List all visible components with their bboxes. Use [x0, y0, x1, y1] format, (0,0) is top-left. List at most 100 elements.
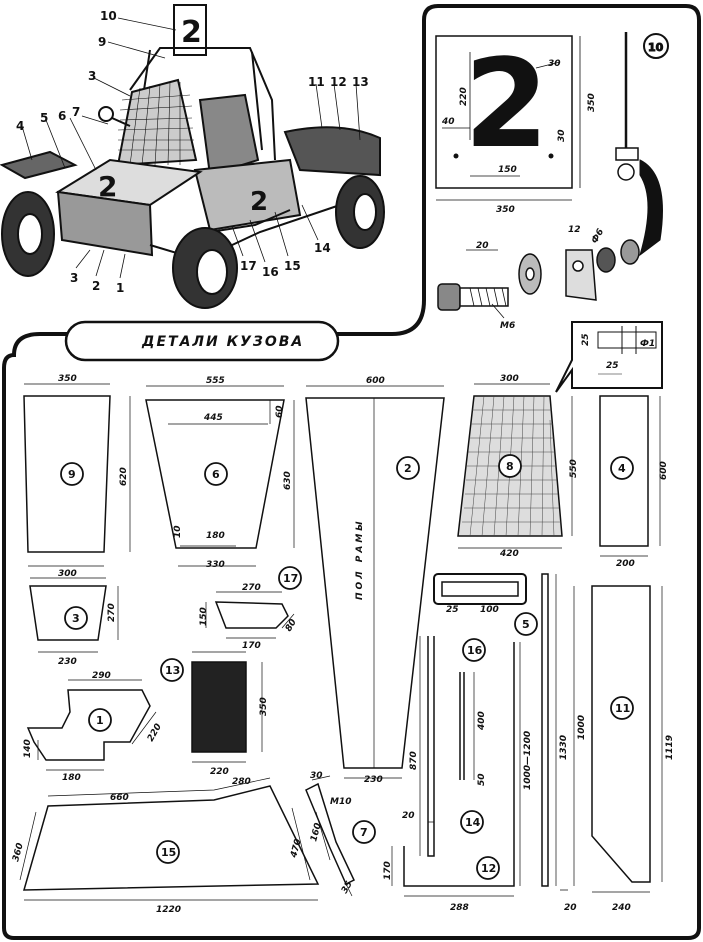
dim-p16-50: 50	[477, 773, 487, 786]
callout-9: 9	[68, 468, 76, 481]
buggy-callout-7: 7	[72, 105, 80, 119]
buggy-callout-10: 10	[100, 9, 117, 23]
dim-p8-h: 550	[569, 459, 579, 478]
callout-12: 12	[481, 862, 496, 875]
dim-plate-30b: 30	[557, 129, 567, 142]
part-8-mesh	[462, 395, 561, 537]
dim-p13-h: 350	[259, 697, 269, 716]
pin-hole: Ф1	[640, 339, 655, 349]
buggy-callout-12: 12	[330, 75, 347, 89]
dim-p5-25: 25	[446, 605, 459, 615]
dim-p11-240: 240	[612, 903, 631, 913]
buggy-callout-1: 1	[116, 281, 124, 295]
dim-plate-220: 220	[459, 87, 469, 106]
buggy-callout-4: 4	[16, 119, 24, 133]
dim-p2-bot: 230	[364, 775, 383, 785]
part-callout-numbers: 9 6 2 8 4 3 17 5 16 13 1 11 14 15 7 12	[68, 460, 630, 875]
dim-p5-100: 100	[480, 605, 499, 615]
dim-p3-h: 270	[107, 603, 117, 622]
dim-p8-bot: 420	[499, 549, 519, 559]
callout-2: 2	[404, 462, 412, 475]
dim-pin-25a: 25	[581, 333, 591, 346]
part7-thread: М10	[330, 797, 351, 807]
dim-p1-left: 140	[23, 739, 33, 758]
callout-15: 15	[161, 846, 176, 859]
buggy-callout-16: 16	[262, 265, 279, 279]
dim-p4-w: 200	[616, 559, 635, 569]
callout-3: 3	[72, 612, 80, 625]
part-10-drawing: 10	[615, 32, 669, 257]
callout-8: 8	[506, 460, 514, 473]
callout-10: 10	[648, 41, 664, 54]
buggy-board-number: 2	[181, 15, 202, 50]
sheet-border	[2, 4, 701, 940]
title-banner	[64, 320, 340, 362]
callout-4: 4	[618, 462, 626, 475]
dim-p14-20: 20	[402, 811, 415, 821]
dim-p6-60: 60	[275, 405, 285, 418]
callout-7: 7	[360, 826, 368, 839]
dim-plate-40: 40	[441, 117, 455, 127]
number-plate-drawing: 2 220 30 40 30 350 150 350	[435, 33, 597, 215]
dim-pin-25b: 25	[606, 361, 619, 371]
buggy-callout-14: 14	[314, 241, 331, 255]
dim-p17-left: 150	[199, 607, 209, 626]
dim-p4-h: 600	[659, 461, 669, 480]
callout-1: 1	[96, 714, 104, 727]
dim-p7-30: 30	[310, 771, 323, 781]
dim-bolt-20: 20	[476, 241, 489, 251]
callout-6: 6	[212, 468, 220, 481]
hardware-drawing	[437, 239, 640, 319]
dim-p12-288: 288	[450, 903, 469, 913]
dim-rail-1330: 1330	[559, 735, 569, 760]
dim-p2-top: 600	[366, 376, 385, 386]
dim-p17-right: 80	[284, 618, 299, 634]
dim-p14-870: 870	[409, 751, 419, 770]
frame-floor-label: ПОЛ РАМЫ	[355, 518, 365, 600]
buggy-leaders	[21, 17, 361, 279]
dim-p15-470: 470	[289, 838, 304, 860]
dim-plate-350w: 350	[496, 205, 515, 215]
dim-p6-180: 180	[206, 531, 225, 541]
dim-p9-top: 350	[58, 374, 77, 384]
dim-p1-right: 220	[146, 722, 164, 743]
callout-11: 11	[615, 702, 630, 715]
dim-rail-20: 20	[564, 903, 577, 913]
dim-p17-bot: 170	[242, 641, 261, 651]
buggy-callout-9: 9	[98, 35, 106, 49]
buggy-callout-6: 6	[58, 109, 66, 123]
dimension-texts: 350 620 300 555 60 445 630 10 180 330 60…	[11, 374, 675, 915]
dim-p7-35: 35	[340, 880, 355, 896]
buggy-hood-number: 2	[98, 170, 117, 203]
buggy-callout-11: 11	[308, 75, 325, 89]
dim-p17-top: 270	[242, 583, 261, 593]
dim-p15-1220: 1220	[156, 905, 181, 915]
part-callout-circles	[60, 454, 634, 880]
dim-p9-h: 620	[119, 467, 129, 486]
dim-p6-h: 630	[283, 471, 293, 490]
dim-p8-top: 300	[500, 374, 519, 384]
bolt-thread: М6	[500, 321, 515, 331]
dim-p6-top: 555	[206, 376, 225, 386]
callout-5: 5	[522, 618, 530, 631]
dim-plate-30a: 30	[548, 59, 561, 69]
callout-16: 16	[467, 644, 483, 657]
dim-p16-400: 400	[477, 711, 487, 731]
dim-p1-top: 290	[92, 671, 111, 681]
buggy-callouts: 10 9 3 4 5 6 7 11 12 13 3 2 1 17 16 15 1…	[16, 9, 369, 295]
dim-plate-150: 150	[498, 165, 517, 175]
pin-detail-bubble	[555, 321, 663, 393]
dim-bracket-12: 12	[568, 225, 581, 235]
dim-p6-10: 10	[173, 525, 183, 538]
dim-plate-350h: 350	[587, 93, 597, 112]
buggy-side-number: 2	[250, 187, 268, 217]
dim-p12-range: 1000—1200	[523, 731, 533, 790]
buggy-callout-2: 2	[92, 279, 100, 293]
buggy-callout-5: 5	[40, 111, 48, 125]
dim-p12-170: 170	[383, 861, 393, 880]
dim-p11-1119: 1119	[665, 735, 675, 760]
dimension-lines	[19, 383, 663, 901]
buggy-callout-15: 15	[284, 259, 301, 273]
buggy-callout-3b: 3	[70, 271, 78, 285]
